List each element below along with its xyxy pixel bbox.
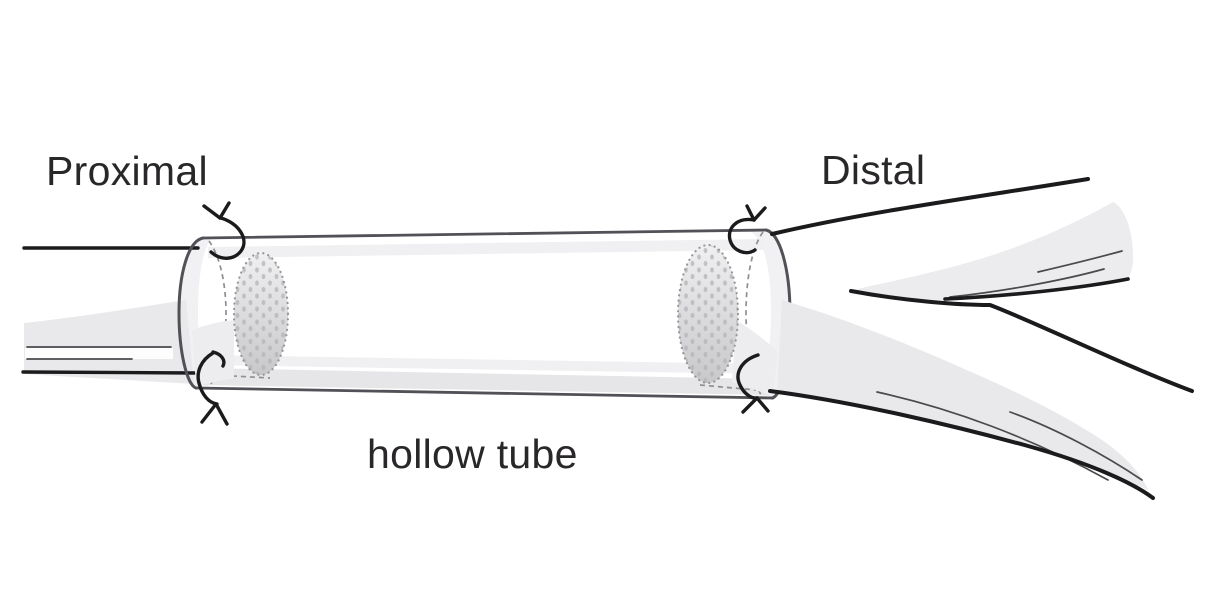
branch-split-line: [849, 289, 1194, 393]
suture-loop: [727, 217, 757, 255]
suture-knot-tail: [218, 201, 231, 220]
suture-knot-tail: [202, 204, 222, 220]
nerve-stumps: [192, 243, 778, 396]
proximal-nerve-highlight: [25, 348, 173, 359]
suture-loop: [211, 350, 226, 368]
suture-knot-tail: [755, 396, 770, 413]
suture-loop: [209, 216, 246, 260]
proximal-nerve-bottom-edge: [21, 370, 198, 375]
tube-fill: [179, 230, 790, 398]
suture-bottom-right: [736, 353, 770, 414]
suture-bottom-left: [196, 350, 229, 426]
suture-top-right: [727, 204, 767, 255]
tube-bottom-highlight-band: [203, 355, 768, 374]
tube-top-highlight-band: [208, 239, 764, 258]
proximal-label: Proximal: [46, 148, 208, 194]
lower-branch-fascicle-2: [1009, 411, 1143, 481]
suture-knot-tail: [214, 402, 229, 426]
proximal-nerve: [21, 246, 200, 384]
tube-top-edge: [201, 228, 768, 240]
sutures: [196, 201, 770, 426]
suture-knot-tail: [741, 396, 759, 414]
distal-nerve: [768, 177, 1194, 500]
suture-loop: [736, 353, 760, 400]
proximal-nerve-body: [24, 300, 194, 384]
lower-branch-fascicle-1: [876, 391, 1109, 481]
nerve-stump-left: [232, 251, 290, 377]
hollow-tube: [179, 230, 790, 398]
suture-knot-tail: [200, 402, 218, 424]
suture-knot-tail: [745, 204, 756, 222]
upper-branch-fascicle-1: [1037, 250, 1123, 273]
tube-bottom-shade-band: [198, 368, 772, 395]
tube-bottom-edge: [194, 386, 775, 400]
tube-hidden-bottom-edge-right: [699, 384, 757, 391]
suture-loop: [196, 351, 219, 406]
distal-lower-branch-body: [777, 300, 1148, 490]
suture-knot-tail: [752, 206, 767, 222]
hollow-tube-label: hollow tube: [367, 431, 578, 477]
distal-nerve-bottom-edge: [768, 389, 1155, 500]
nerve-stump-right: [676, 243, 740, 385]
distal-nerve-top-edge: [770, 177, 1090, 236]
right-inner-shading: [732, 320, 778, 396]
distal-upper-branch-body: [853, 202, 1134, 301]
suture-top-left: [202, 201, 246, 260]
upper-branch-fascicle-2: [949, 268, 1105, 298]
distal-label: Distal: [821, 147, 926, 193]
upper-branch-bottom-edge: [943, 277, 1130, 301]
tube-left-rim: [177, 236, 205, 390]
